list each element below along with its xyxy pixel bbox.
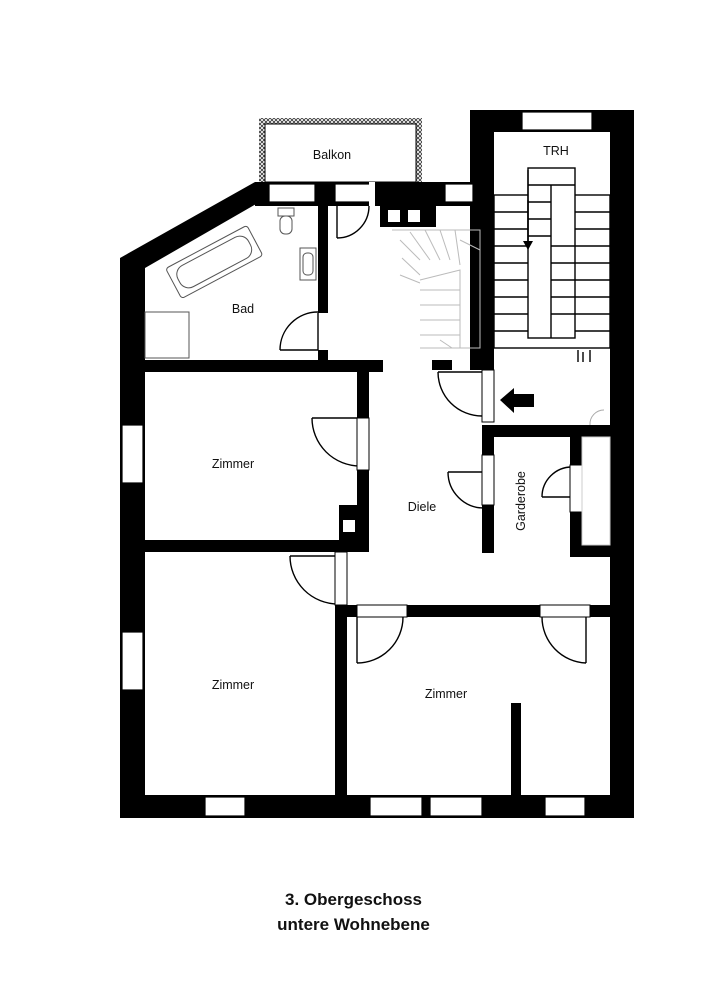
chimney — [380, 205, 436, 227]
interior-walls — [145, 205, 634, 800]
caption-level: untere Wohnebene — [277, 915, 430, 934]
entrance-arrow — [500, 388, 534, 413]
door-garderobe-inner — [541, 466, 573, 498]
shower — [144, 311, 190, 359]
outer-walls — [120, 110, 634, 818]
window-balcony-1 — [268, 183, 316, 203]
bathtub — [166, 225, 263, 298]
door-zimmer-3-left — [356, 616, 404, 664]
window-bottom-3 — [429, 796, 483, 817]
door-garderobe — [447, 471, 485, 509]
label-zimmer-3: Zimmer — [425, 687, 467, 701]
staircase-trh — [493, 167, 611, 349]
stair-direction-arrow — [523, 200, 533, 250]
door-zimmer-1 — [311, 417, 361, 467]
stairwell-left-wall — [470, 110, 494, 370]
window-top-right — [444, 183, 474, 203]
window-left-2 — [121, 631, 144, 691]
caption-floor: 3. Obergeschoss — [284, 890, 422, 909]
toilet — [277, 207, 295, 235]
label-diele: Diele — [408, 500, 437, 514]
column — [339, 505, 359, 540]
washbasin — [299, 247, 317, 281]
window-left-1 — [121, 424, 144, 484]
storage-hatch — [581, 436, 611, 546]
label-zimmer-1: Zimmer — [212, 457, 254, 471]
door-zimmer-3-right — [541, 616, 587, 664]
window-bottom-4 — [544, 796, 586, 817]
bathroom-fixtures — [144, 207, 317, 359]
label-balkon: Balkon — [313, 148, 351, 162]
label-zimmer-2: Zimmer — [212, 678, 254, 692]
window-balcony-2 — [334, 183, 374, 203]
internal-stairs — [392, 229, 481, 349]
balcony — [259, 118, 422, 184]
label-bad: Bad — [232, 302, 254, 316]
door-balcony — [336, 205, 370, 239]
window-bottom-1 — [204, 796, 246, 817]
door-bad — [279, 311, 319, 351]
door-stairwell — [437, 371, 483, 417]
left-wall — [120, 258, 145, 818]
label-garderobe: Garderobe — [514, 471, 528, 531]
door-zimmer-2 — [289, 555, 339, 605]
window-bottom-2 — [369, 796, 423, 817]
meter-marks — [577, 350, 591, 362]
windows — [121, 111, 593, 817]
window-trh — [521, 111, 593, 131]
storage-arc — [589, 409, 605, 426]
label-trh: TRH — [543, 144, 569, 158]
right-wall — [610, 110, 634, 818]
diagonal-wall — [120, 182, 270, 272]
